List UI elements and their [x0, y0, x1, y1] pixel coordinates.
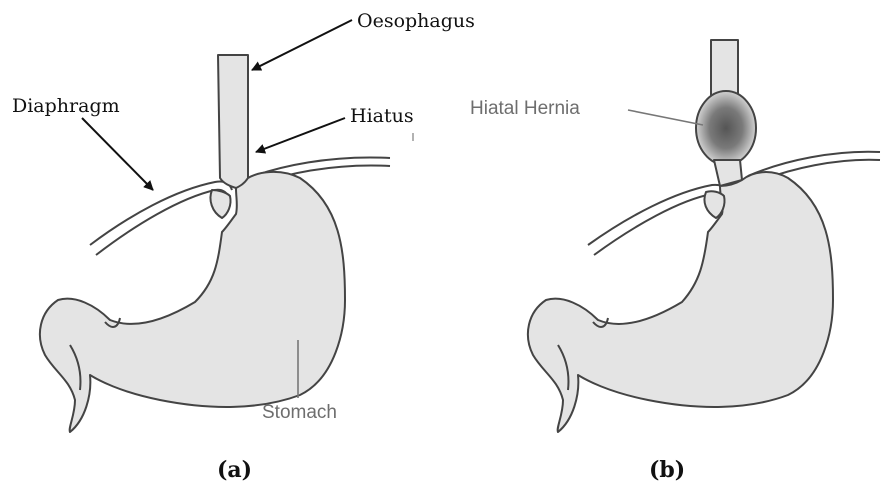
panel-a: Oesophagus Diaphragm Hiatus Stomach (a): [12, 10, 475, 483]
hernia-leader: [628, 110, 703, 125]
panel-b: Hiatal Hernia (b): [470, 40, 880, 483]
caption-b: (b): [649, 457, 685, 483]
oesophagus: [218, 55, 248, 188]
stomach-label: Stomach: [262, 402, 337, 423]
hiatus-arrow: [256, 118, 345, 152]
hernia-sac: [696, 91, 756, 165]
hiatal-hernia-label: Hiatal Hernia: [470, 98, 580, 119]
caption-a: (a): [217, 457, 252, 483]
gastric-fold: [210, 190, 230, 218]
oesophagus-arrow: [252, 20, 352, 70]
stomach-b: [528, 172, 833, 432]
stomach: [40, 172, 345, 432]
hiatus-label: Hiatus: [350, 105, 414, 127]
oesophagus-label: Oesophagus: [357, 10, 475, 32]
diaphragm-arrow: [82, 118, 153, 190]
diaphragm-label: Diaphragm: [12, 95, 120, 117]
